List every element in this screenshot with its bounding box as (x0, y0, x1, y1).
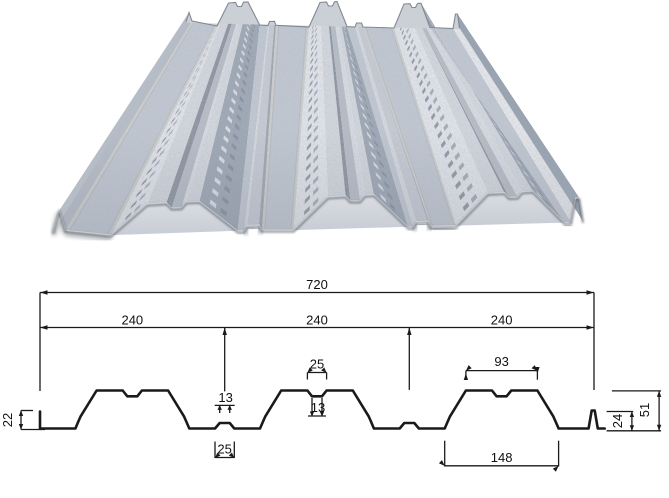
svg-text:93: 93 (494, 354, 508, 369)
svg-text:13: 13 (218, 390, 232, 405)
svg-text:24: 24 (610, 414, 625, 428)
svg-text:240: 240 (121, 313, 143, 328)
svg-text:22: 22 (0, 413, 15, 427)
svg-text:148: 148 (491, 450, 513, 465)
svg-text:720: 720 (306, 277, 328, 292)
svg-text:240: 240 (491, 313, 513, 328)
svg-text:25: 25 (310, 357, 324, 372)
svg-text:25: 25 (217, 442, 231, 457)
svg-text:240: 240 (306, 313, 328, 328)
svg-text:13: 13 (311, 400, 325, 415)
svg-text:51: 51 (637, 403, 652, 417)
